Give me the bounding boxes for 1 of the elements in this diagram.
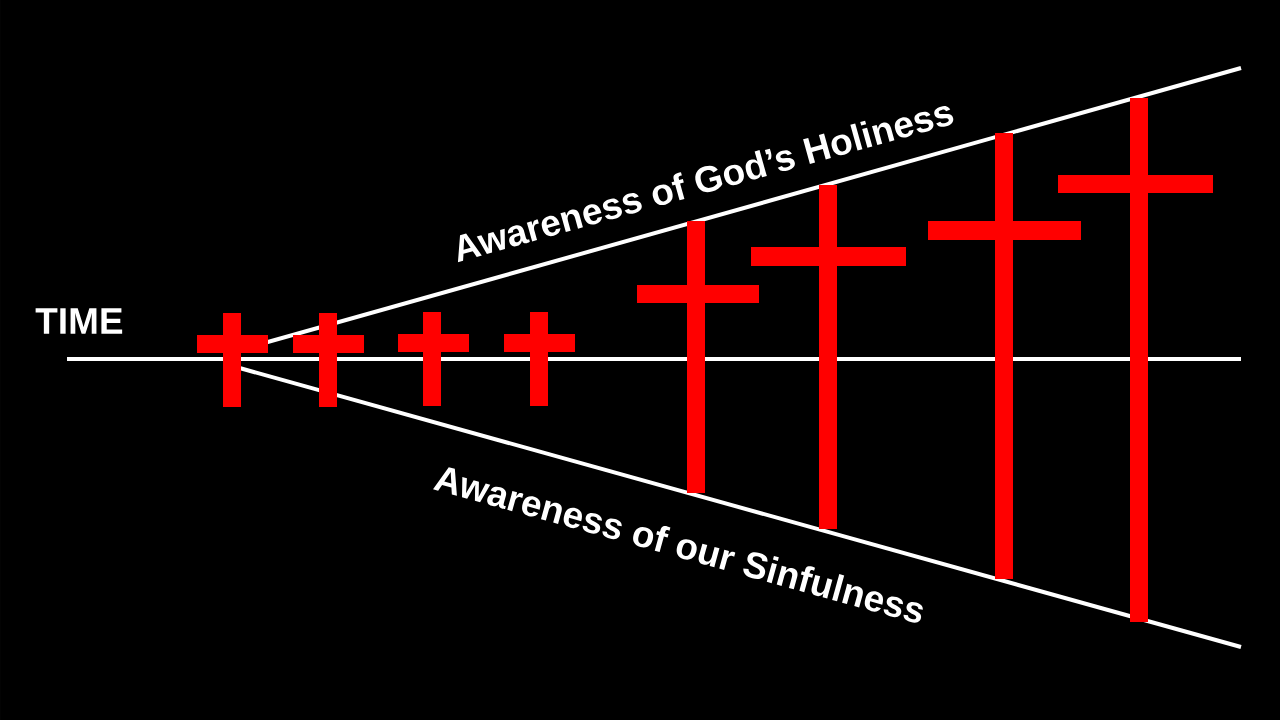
axis-label: TIME	[35, 308, 123, 334]
